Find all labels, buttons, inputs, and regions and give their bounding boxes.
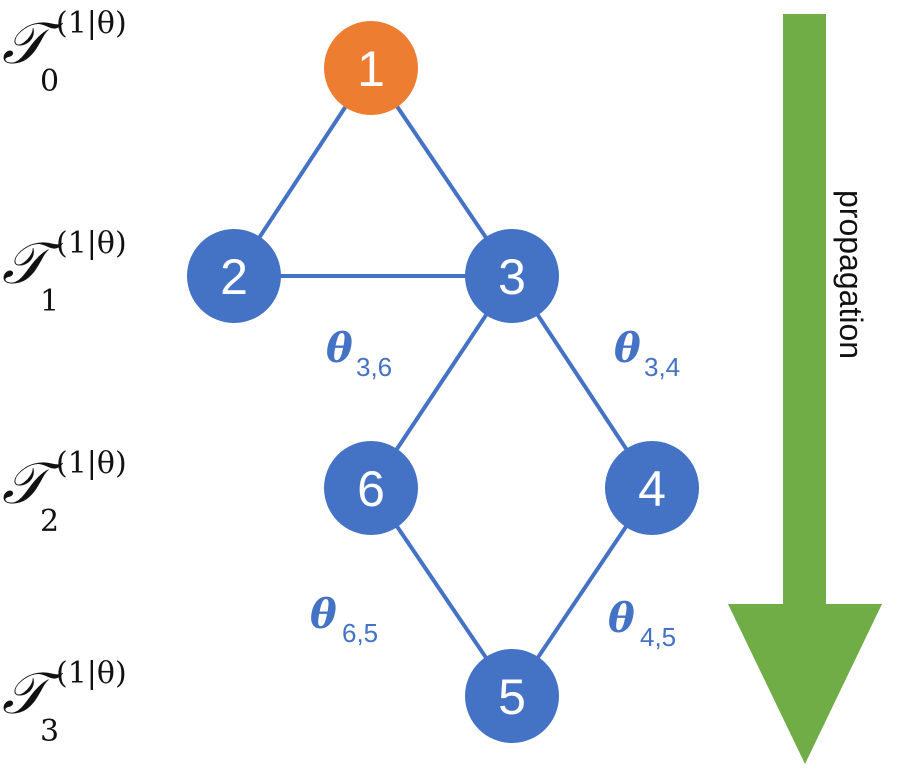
edges xyxy=(232,66,654,698)
tier-subscript: 1 xyxy=(40,284,60,319)
node-circle xyxy=(465,649,559,743)
node-circle xyxy=(187,229,281,323)
theta-subscript: 3,6 xyxy=(356,352,392,382)
tier-superscript: (1|θ) xyxy=(56,226,127,261)
propagation-arrow: propagation xyxy=(728,14,882,764)
tier-symbol: 𝒯 xyxy=(2,659,47,727)
down-arrow-icon xyxy=(728,14,882,764)
node-2: 2 xyxy=(187,229,281,323)
edge-label-theta-3-6: θ 3,6 xyxy=(326,325,392,382)
node-circle xyxy=(465,229,559,323)
tier-label-1: 𝒯 (1|θ) 1 xyxy=(2,226,127,319)
node-circle xyxy=(605,441,699,535)
tier-superscript: (1|θ) xyxy=(56,446,127,481)
theta-symbol: θ xyxy=(326,325,353,372)
theta-subscript: 6,5 xyxy=(342,618,378,648)
theta-symbol: θ xyxy=(608,595,635,642)
edge-label-theta-4-5: θ 4,5 xyxy=(608,595,676,652)
node-circle xyxy=(324,21,418,115)
node-label: 1 xyxy=(357,41,385,97)
tier-label-2: 𝒯 (1|θ) 2 xyxy=(2,446,127,539)
tier-subscript: 3 xyxy=(40,714,60,749)
node-4: 4 xyxy=(605,441,699,535)
node-label: 4 xyxy=(638,461,666,517)
tier-label-0: 𝒯 (1|θ) 0 xyxy=(2,6,127,99)
node-label: 6 xyxy=(357,461,385,517)
node-circle xyxy=(324,441,418,535)
node-6: 6 xyxy=(324,441,418,535)
nodes: 1 2 3 6 4 5 xyxy=(187,21,699,743)
tier-subscript: 2 xyxy=(40,504,60,539)
tier-superscript: (1|θ) xyxy=(56,6,127,41)
tier-symbol: 𝒯 xyxy=(2,9,47,77)
tier-subscript: 0 xyxy=(40,64,60,99)
node-label: 3 xyxy=(498,249,526,305)
node-label: 2 xyxy=(220,249,248,305)
tier-symbol: 𝒯 xyxy=(2,229,47,297)
theta-subscript: 3,4 xyxy=(644,352,680,382)
theta-symbol: θ xyxy=(614,325,641,372)
propagation-label: propagation xyxy=(833,190,869,359)
tier-label-3: 𝒯 (1|θ) 3 xyxy=(2,656,127,749)
tier-superscript: (1|θ) xyxy=(56,656,127,691)
theta-subscript: 4,5 xyxy=(640,622,676,652)
node-5: 5 xyxy=(465,649,559,743)
edge-label-theta-6-5: θ 6,5 xyxy=(310,591,378,648)
theta-symbol: θ xyxy=(310,591,337,638)
node-label: 5 xyxy=(498,669,526,725)
node-3: 3 xyxy=(465,229,559,323)
edge-label-theta-3-4: θ 3,4 xyxy=(614,325,680,382)
node-1: 1 xyxy=(324,21,418,115)
tier-symbol: 𝒯 xyxy=(2,449,47,517)
